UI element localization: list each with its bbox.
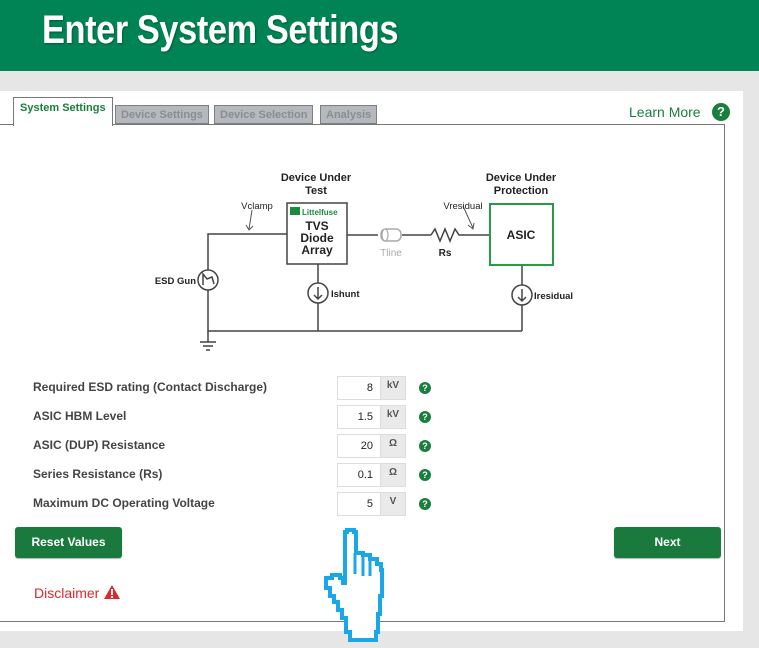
- tab-device-selection[interactable]: Device Selection: [214, 105, 314, 124]
- ishunt-source-icon: [307, 282, 329, 304]
- field-label: ASIC HBM Level: [33, 409, 127, 423]
- warning-triangle-icon: [104, 585, 121, 599]
- iresidual-label: Iresidual: [534, 291, 573, 302]
- vresidual-arrow-icon: [462, 205, 475, 230]
- tline-label: Tline: [380, 248, 402, 259]
- esd-gun-label: ESD Gun: [155, 276, 196, 287]
- tab-device-settings[interactable]: Device Settings: [115, 105, 209, 124]
- reset-values-button[interactable]: Reset Values: [15, 527, 122, 558]
- esd-gun-icon: [197, 269, 219, 291]
- dup-title-line1: Device Under: [486, 172, 557, 184]
- settings-card: System Settings Device Settings Device S…: [0, 91, 743, 631]
- field-label: Required ESD rating (Contact Discharge): [33, 380, 268, 394]
- vclamp-arrow-icon: [245, 209, 254, 231]
- panel-right-border: [724, 124, 725, 622]
- dc-voltage-input[interactable]: 5: [337, 492, 381, 516]
- unit-label: Ω: [381, 434, 406, 458]
- dut-title-line2: Test: [305, 185, 327, 197]
- panel-top-border: [0, 124, 725, 125]
- tvs-line3: Array: [301, 243, 333, 257]
- header-band: [0, 71, 759, 91]
- field-label: Series Resistance (Rs): [33, 467, 163, 481]
- asic-label: ASIC: [507, 228, 536, 242]
- esd-rating-input[interactable]: 8: [337, 376, 381, 400]
- littelfuse-logo-icon: [290, 207, 300, 215]
- unit-label: kV: [381, 405, 406, 429]
- page-title: Enter System Settings: [42, 8, 399, 52]
- help-icon[interactable]: ?: [419, 382, 431, 394]
- disclaimer-label: Disclaimer: [34, 585, 100, 601]
- form-row-hbm-level: ASIC HBM Level 1.5 kV ?: [33, 405, 453, 429]
- hand-pointer-cursor-icon: [324, 528, 384, 642]
- unit-label: V: [381, 492, 406, 516]
- asic-box: [489, 203, 554, 266]
- form-row-esd-rating: Required ESD rating (Contact Discharge) …: [33, 376, 453, 400]
- resistor-rs-shape: [430, 227, 490, 243]
- learn-more-link[interactable]: Learn More: [629, 104, 701, 120]
- wire-left: [207, 233, 287, 332]
- tab-analysis[interactable]: Analysis: [320, 105, 378, 124]
- iresidual-source-icon: [511, 284, 533, 306]
- rs-label: Rs: [439, 248, 452, 259]
- help-icon[interactable]: ?: [419, 498, 431, 510]
- form-row-dc-voltage: Maximum DC Operating Voltage 5 V ?: [33, 492, 453, 516]
- tab-system-settings[interactable]: System Settings: [13, 97, 113, 126]
- hbm-level-input[interactable]: 1.5: [337, 405, 381, 429]
- unit-label: kV: [381, 376, 406, 400]
- field-label: Maximum DC Operating Voltage: [33, 496, 215, 510]
- form-row-dup-resistance: ASIC (DUP) Resistance 20 Ω ?: [33, 434, 453, 458]
- ground-icon: [200, 341, 216, 351]
- unit-label: Ω: [381, 463, 406, 487]
- page-header: Enter System Settings: [0, 0, 759, 71]
- tvs-line2: Diode: [300, 231, 334, 245]
- help-icon[interactable]: ?: [419, 411, 431, 423]
- form-row-series-resistance: Series Resistance (Rs) 0.1 Ω ?: [33, 463, 453, 487]
- dup-title-line2: Protection: [494, 185, 549, 197]
- brand-label: Littelfuse: [302, 208, 338, 217]
- disclaimer-link[interactable]: Disclaimer: [34, 584, 121, 601]
- transmission-line-icon: [380, 228, 402, 242]
- series-resistance-input[interactable]: 0.1: [337, 463, 381, 487]
- dut-title-line1: Device Under: [281, 172, 352, 184]
- field-label: ASIC (DUP) Resistance: [33, 438, 166, 452]
- help-icon[interactable]: ?: [419, 440, 431, 452]
- circuit-diagram: Littelfuse TVS Diode Array Tline Rs ASIC…: [155, 172, 573, 351]
- vclamp-label: Vclamp: [241, 201, 273, 212]
- question-circle-icon[interactable]: ?: [712, 103, 730, 121]
- next-button[interactable]: Next: [614, 527, 721, 558]
- help-icon[interactable]: ?: [419, 469, 431, 481]
- tvs-line1: TVS: [305, 219, 328, 233]
- vresidual-label: Vresidual: [443, 201, 482, 212]
- ishunt-label: Ishunt: [331, 289, 360, 300]
- dup-resistance-input[interactable]: 20: [337, 434, 381, 458]
